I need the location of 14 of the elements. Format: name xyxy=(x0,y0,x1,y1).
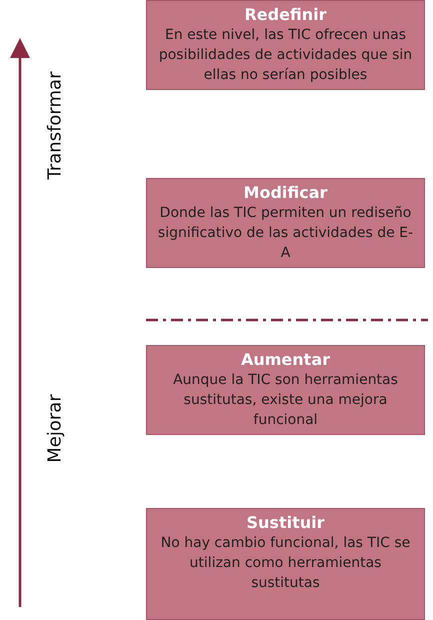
level-description: No hay cambio funcional, las TIC se utilizan como herramientas sustitutas xyxy=(160,534,412,593)
level-title: Sustituir xyxy=(246,513,326,533)
level-box xyxy=(146,0,425,90)
level-description: En este nivel, las TIC ofrecen unas posibilidades de actividades que sin ellas no serían posibles xyxy=(158,26,414,85)
level-description: Aunque la TIC son herramientas sustitutas, existe una mejora funcional xyxy=(172,371,399,430)
axis-label: Transformar xyxy=(44,71,66,179)
level-title: Modificar xyxy=(242,183,328,203)
level-description: Donde las TIC permiten un rediseño significativo de las actividades de E-A xyxy=(156,204,414,263)
level-box xyxy=(146,508,425,620)
level-box xyxy=(146,178,425,268)
level-title: Aumentar xyxy=(240,350,332,370)
level-title: Redefinir xyxy=(243,5,328,25)
level-box xyxy=(146,345,425,435)
axis-label: Mejorar xyxy=(44,394,66,462)
